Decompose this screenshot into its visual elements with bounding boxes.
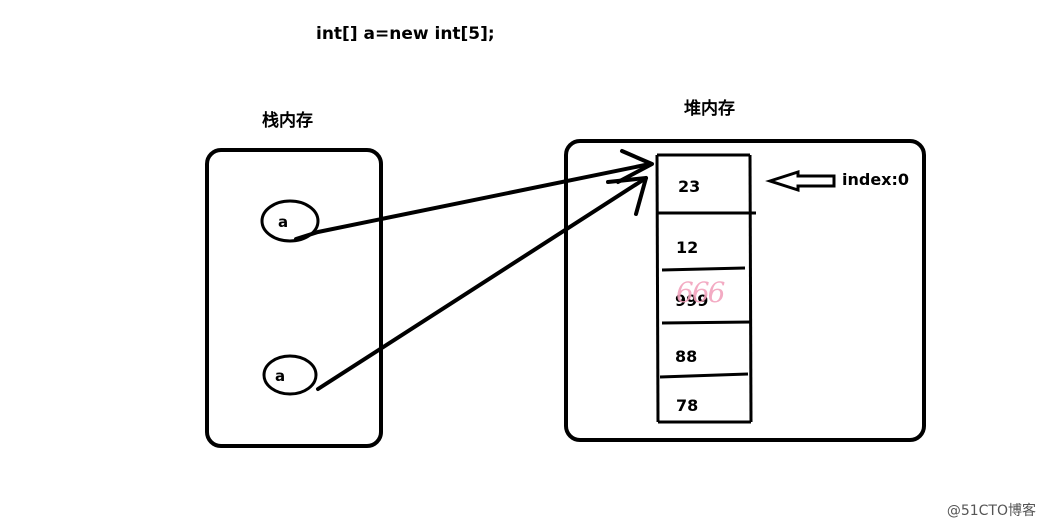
reference-arrow-2 <box>316 176 648 391</box>
stack-box <box>205 148 383 448</box>
code-statement: int[] a=new int[5]; <box>316 24 495 44</box>
stack-var-label: a <box>278 213 289 231</box>
heap-title: 堆内存 <box>684 99 735 119</box>
array-divider-4 <box>659 372 749 379</box>
index-pointer-arrow <box>765 169 836 193</box>
array-divider-2 <box>661 266 746 272</box>
array-value: 12 <box>676 238 699 257</box>
stack-var-ellipse-2 <box>262 354 318 396</box>
reference-arrow-1 <box>294 149 654 241</box>
watermark: @51CTO博客 <box>946 503 1036 519</box>
index-label: index:0 <box>842 170 910 189</box>
stack-var-ellipse-1 <box>260 199 320 243</box>
heap-box <box>564 139 926 442</box>
stack-title: 栈内存 <box>262 111 313 131</box>
array-column <box>655 153 756 424</box>
array-value: 999 <box>675 291 709 310</box>
handwritten-annotation: 666 <box>676 276 725 309</box>
array-value: 23 <box>678 177 701 196</box>
array-divider-3 <box>661 320 753 325</box>
array-value: 88 <box>675 347 698 366</box>
array-value: 78 <box>676 396 699 415</box>
stack-var-label: a <box>275 367 286 385</box>
